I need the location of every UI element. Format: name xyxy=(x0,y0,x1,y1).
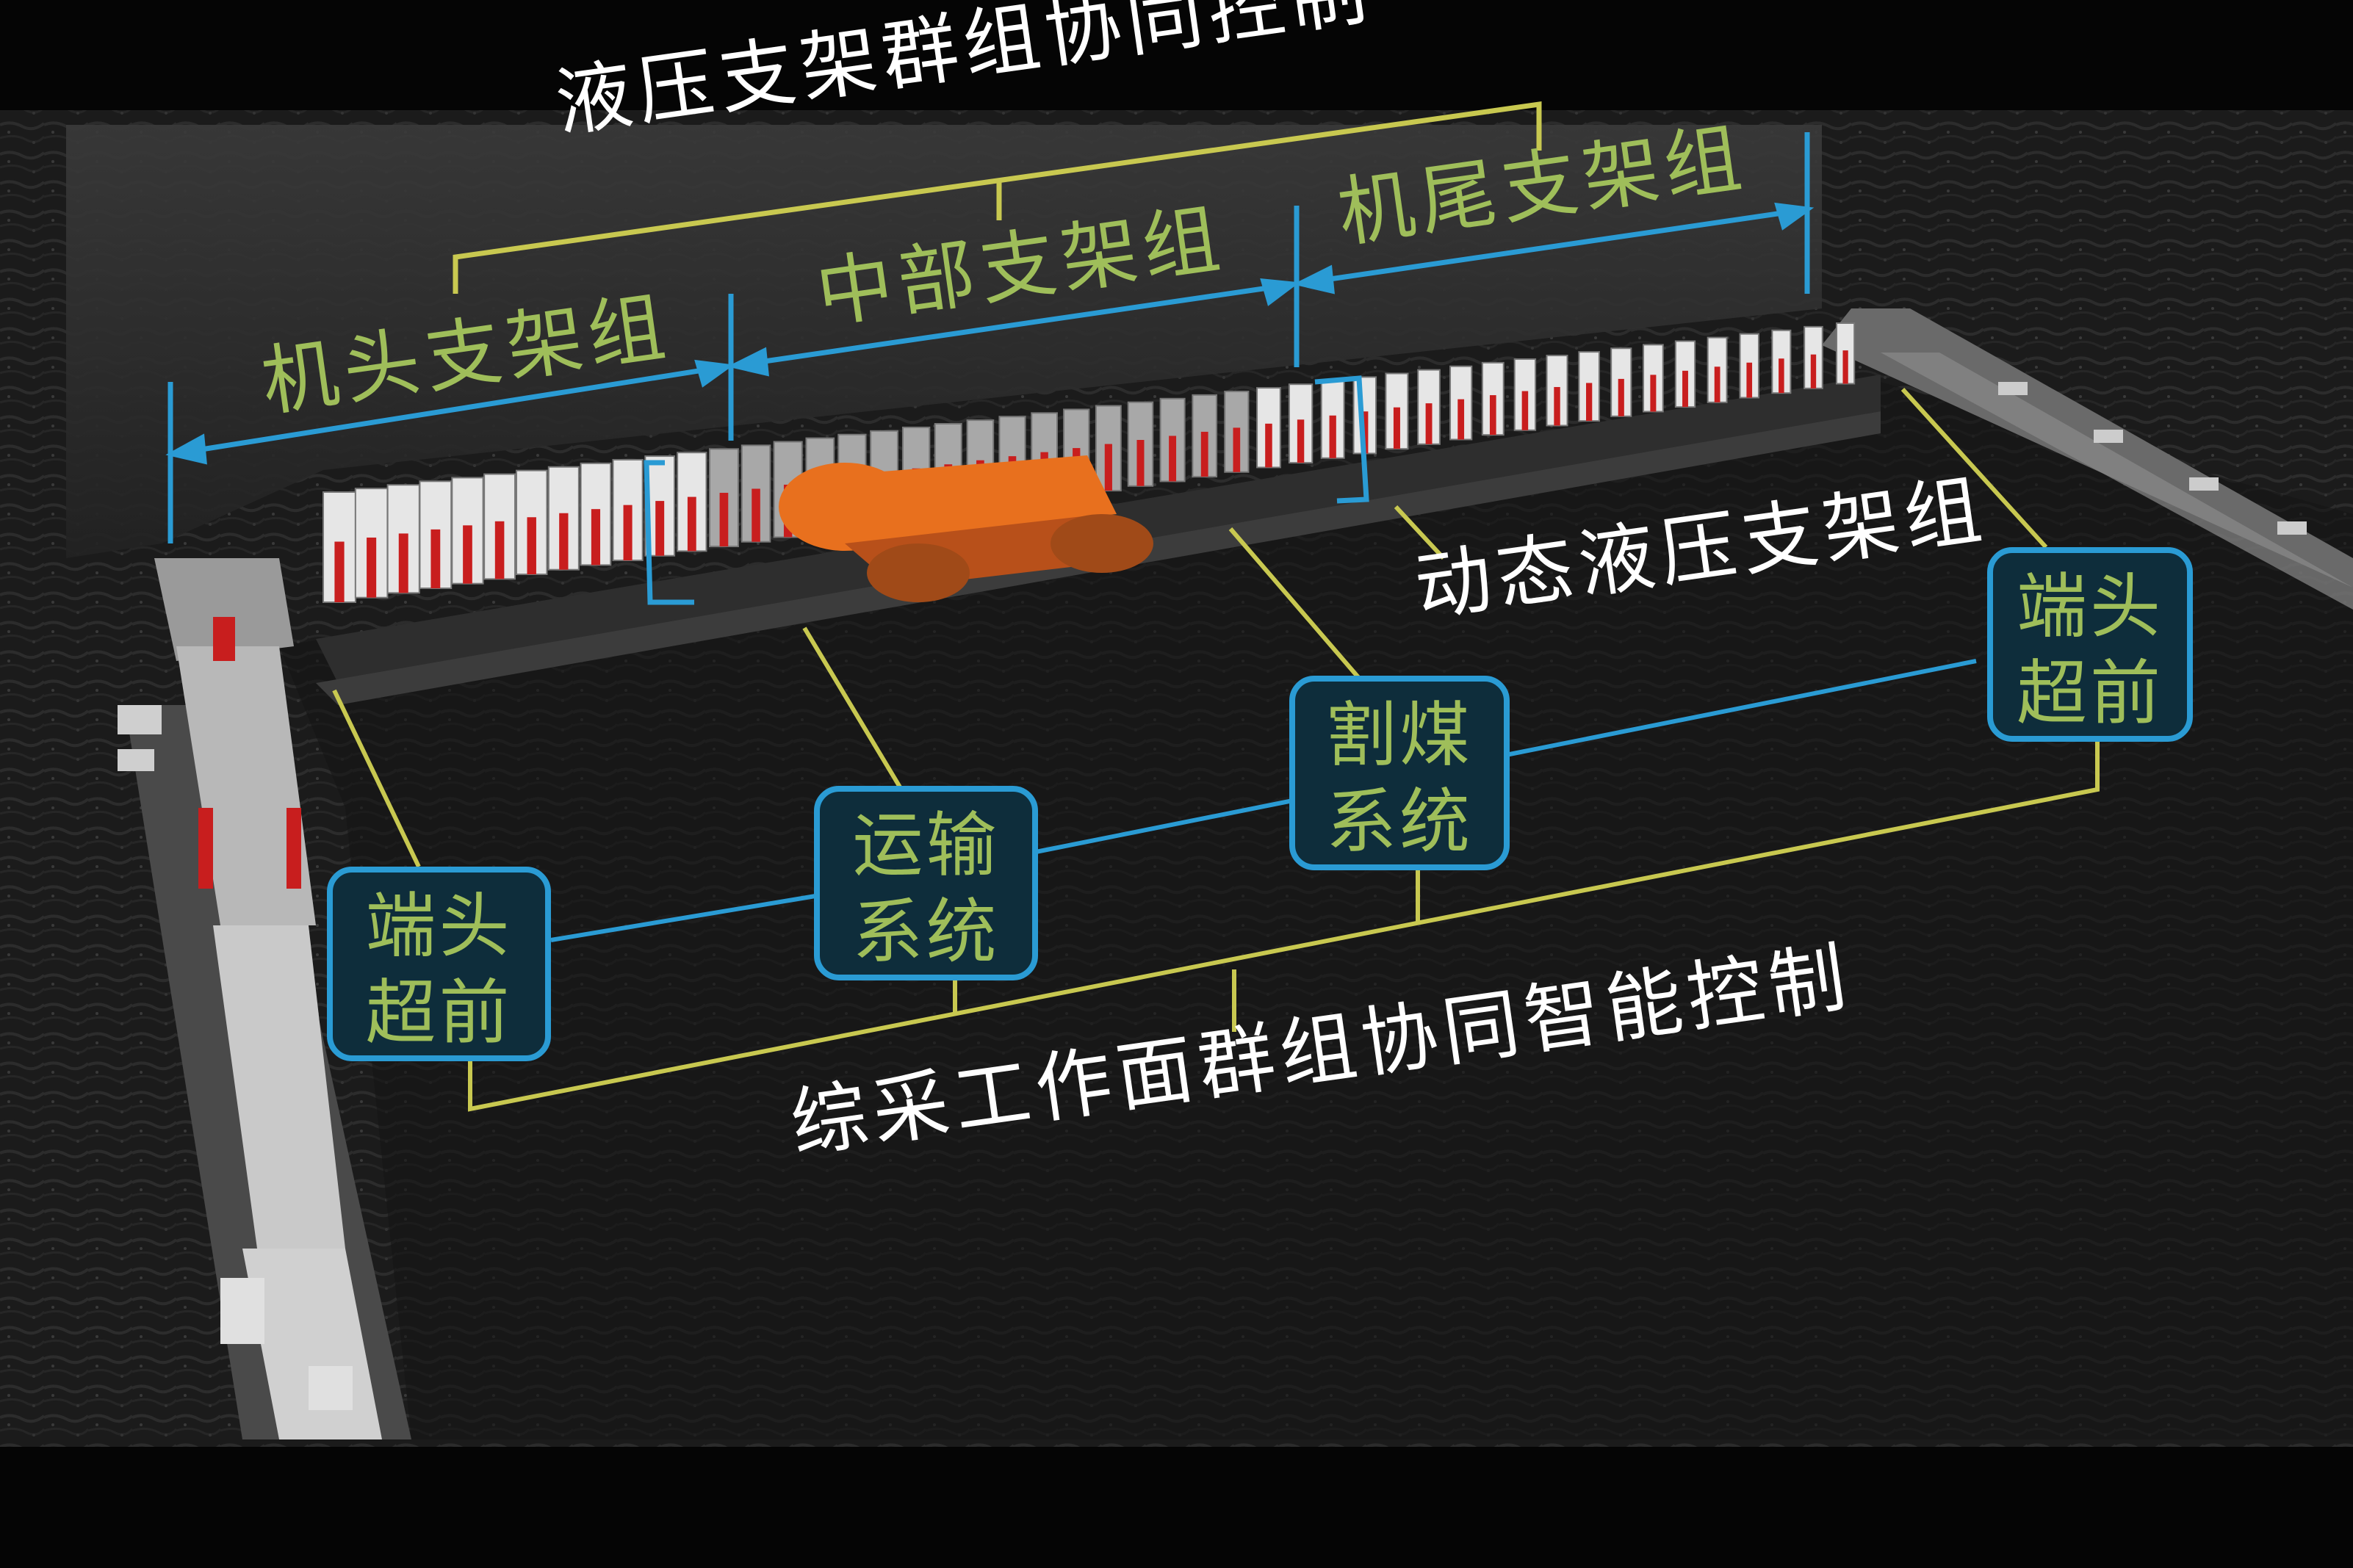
support-leg xyxy=(1586,383,1593,422)
box-cutting-system: 割煤 系统 xyxy=(1289,676,1510,870)
roof-rock xyxy=(66,125,1822,558)
box-end-advance-right-line2: 超前 xyxy=(2017,652,2163,734)
support-leg xyxy=(1457,399,1465,440)
dynamic-group-brackets xyxy=(644,375,1369,605)
support-leg xyxy=(1265,423,1272,468)
support-leg xyxy=(1682,370,1688,408)
support-leg xyxy=(1714,366,1720,402)
support-leg xyxy=(463,525,472,584)
system-links xyxy=(550,659,1977,942)
face-floor xyxy=(279,382,2353,1439)
box-end-advance-right: 端头 超前 xyxy=(1987,547,2193,742)
support-leg xyxy=(1393,407,1400,449)
support-leg xyxy=(1489,395,1496,436)
support-leg xyxy=(1297,419,1305,463)
support-leg xyxy=(494,521,505,579)
support-leg xyxy=(591,509,601,566)
support-leg xyxy=(1329,415,1336,458)
support-leg xyxy=(1425,403,1433,444)
support-leg xyxy=(559,513,569,570)
box-transport-system: 运输 系统 xyxy=(814,786,1038,980)
box-transport-line2: 系统 xyxy=(852,891,1000,973)
top-bracket-line xyxy=(453,101,1542,294)
support-leg xyxy=(623,505,633,561)
head-roadway xyxy=(118,558,411,1439)
support-leg xyxy=(1842,350,1848,384)
support-leg xyxy=(367,537,377,598)
support-leg xyxy=(1618,378,1624,416)
box-cutting-line2: 系统 xyxy=(1326,781,1473,863)
support-leg xyxy=(1746,362,1753,398)
pointer-lines xyxy=(332,387,2048,868)
box-transport-line1: 运输 xyxy=(852,804,1000,886)
support-leg xyxy=(430,529,441,589)
box-end-advance-left: 端头 超前 xyxy=(327,867,551,1061)
support-leg xyxy=(398,533,408,593)
support-leg xyxy=(1650,375,1657,412)
support-leg xyxy=(1136,440,1145,486)
box-end-advance-right-line1: 端头 xyxy=(2017,566,2163,648)
support-leg xyxy=(1200,431,1208,477)
support-leg xyxy=(1521,391,1529,430)
support-leg xyxy=(655,501,665,556)
support-leg xyxy=(1554,386,1560,426)
support-leg xyxy=(1169,436,1177,482)
box-end-advance-left-line1: 端头 xyxy=(365,885,513,967)
box-end-advance-left-line2: 超前 xyxy=(365,972,513,1054)
shearer xyxy=(779,455,1153,602)
support-leg xyxy=(752,488,760,542)
support-leg xyxy=(334,541,345,602)
tail-roadway xyxy=(1822,308,2353,610)
support-leg xyxy=(687,496,696,552)
support-leg xyxy=(1810,354,1817,389)
support-leg xyxy=(1104,444,1112,491)
support-leg xyxy=(527,517,536,575)
group-dimension-arrows xyxy=(165,132,1815,543)
support-leg xyxy=(1779,358,1784,394)
support-leg xyxy=(1233,427,1241,472)
support-leg xyxy=(719,493,729,547)
box-cutting-line1: 割煤 xyxy=(1326,694,1473,776)
